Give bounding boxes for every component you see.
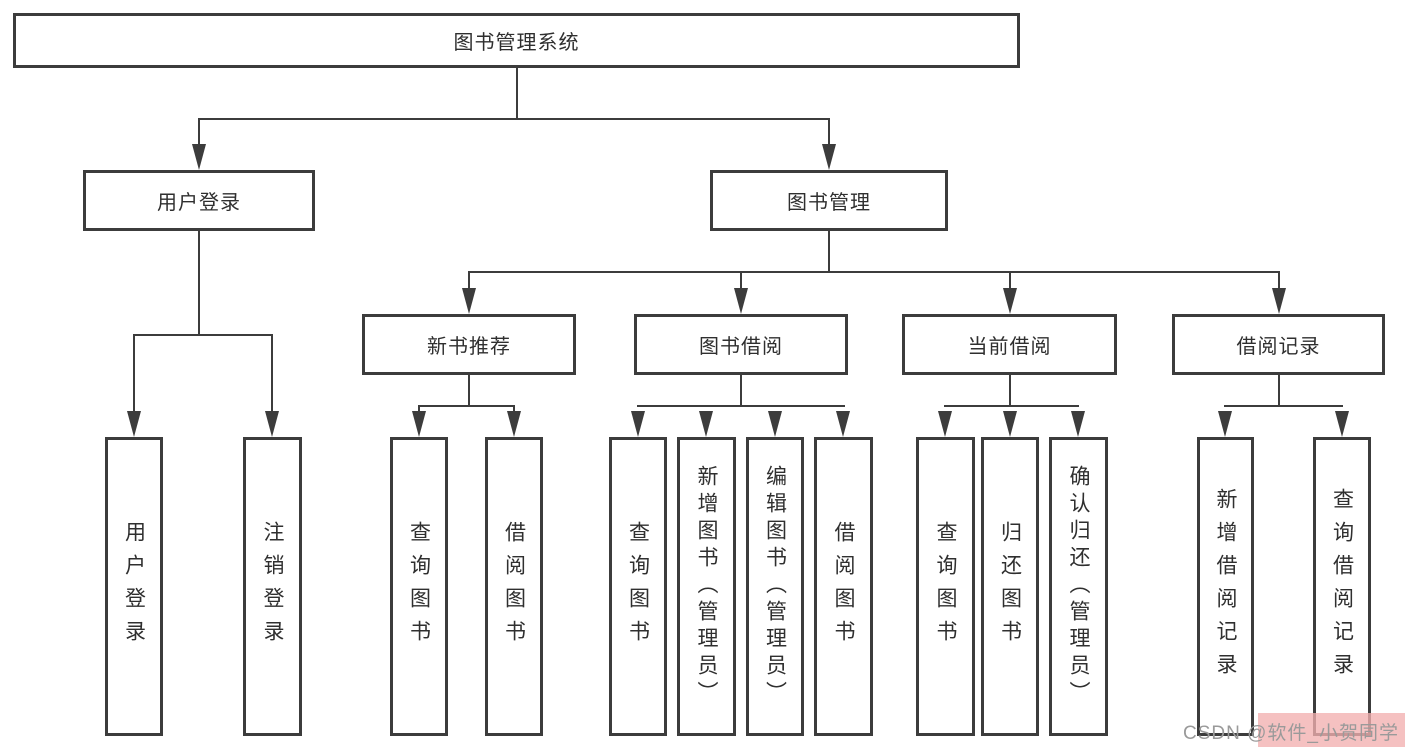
watermark-text: CSDN @软件_小贺同学 — [1183, 723, 1399, 744]
arrowhead-icon — [768, 411, 782, 437]
leaf-query-borrow-record: 查询借阅记录 — [1313, 437, 1371, 736]
arrowhead-icon — [265, 411, 279, 437]
arrowhead-icon — [822, 144, 836, 170]
arrowhead-icon — [938, 411, 952, 437]
leaf-label: 借阅图书 — [502, 520, 526, 653]
node-root: 图书管理系统 — [13, 13, 1020, 68]
connector-line — [198, 118, 200, 148]
connector-line — [1009, 375, 1011, 407]
leaf-label: 确认归还（管理员） — [1067, 465, 1090, 708]
arrowhead-icon — [462, 288, 476, 314]
arrowhead-icon — [412, 411, 426, 437]
leaf-label: 查询图书 — [407, 520, 431, 653]
leaf-label: 查询图书 — [934, 520, 957, 653]
leaf-logout: 注销登录 — [243, 437, 302, 736]
connector-line — [828, 231, 830, 273]
connector-line — [271, 334, 273, 414]
connector-line — [418, 405, 420, 413]
leaf-borrow-books-recommend: 借阅图书 — [485, 437, 543, 736]
arrowhead-icon — [127, 411, 141, 437]
leaf-label: 借阅图书 — [832, 520, 855, 653]
leaf-query-books-recommend: 查询图书 — [390, 437, 448, 736]
node-book-borrow-label: 图书借阅 — [699, 336, 783, 358]
connector-line — [1278, 271, 1280, 291]
node-user-login-label: 用户登录 — [157, 192, 241, 214]
node-book-management-label: 图书管理 — [787, 192, 871, 214]
node-current-borrow: 当前借阅 — [902, 314, 1117, 375]
leaf-logout-label: 注销登录 — [261, 520, 284, 653]
connector-line — [516, 68, 518, 120]
leaf-label: 查询图书 — [626, 520, 650, 653]
connector-line — [198, 231, 200, 336]
connector-line — [468, 271, 470, 291]
connector-line — [740, 375, 742, 407]
arrowhead-icon — [734, 288, 748, 314]
node-borrow-records: 借阅记录 — [1172, 314, 1385, 375]
leaf-label: 新增图书（管理员） — [695, 465, 718, 708]
connector-line — [418, 405, 515, 407]
watermark-band — [1258, 713, 1405, 747]
connector-line — [513, 405, 515, 413]
connector-line — [133, 334, 273, 336]
leaf-label: 归还图书 — [998, 520, 1022, 653]
leaf-borrow-books: 借阅图书 — [814, 437, 873, 736]
arrowhead-icon — [631, 411, 645, 437]
node-book-borrow: 图书借阅 — [634, 314, 848, 375]
node-root-label: 图书管理系统 — [453, 32, 580, 54]
leaf-label: 新增借阅记录 — [1214, 487, 1237, 686]
leaf-edit-books-admin: 编辑图书（管理员） — [746, 437, 804, 736]
leaf-add-books-admin: 新增图书（管理员） — [677, 437, 736, 736]
node-borrow-records-label: 借阅记录 — [1236, 336, 1321, 358]
connector-line — [944, 405, 1079, 407]
leaf-confirm-return-admin: 确认归还（管理员） — [1049, 437, 1108, 736]
connector-line — [1224, 405, 1343, 407]
node-current-borrow-label: 当前借阅 — [967, 336, 1052, 358]
connector-line — [740, 271, 742, 291]
arrowhead-icon — [1218, 411, 1232, 437]
leaf-label: 编辑图书（管理员） — [763, 465, 787, 708]
connector-line — [1278, 375, 1280, 407]
arrowhead-icon — [1003, 288, 1017, 314]
arrowhead-icon — [1003, 411, 1017, 437]
node-user-login: 用户登录 — [83, 170, 315, 231]
connector-line — [637, 405, 845, 407]
arrowhead-icon — [1272, 288, 1286, 314]
leaf-user-login: 用户登录 — [105, 437, 163, 736]
leaf-return-books: 归还图书 — [981, 437, 1039, 736]
connector-line — [468, 375, 470, 407]
node-new-book-recommend-label: 新书推荐 — [427, 336, 511, 358]
node-new-book-recommend: 新书推荐 — [362, 314, 576, 375]
arrowhead-icon — [1335, 411, 1349, 437]
connector-line — [468, 271, 1280, 273]
leaf-add-borrow-record: 新增借阅记录 — [1197, 437, 1254, 736]
leaf-label: 查询借阅记录 — [1330, 487, 1354, 686]
connector-line — [198, 118, 830, 120]
leaf-query-books-borrow: 查询图书 — [609, 437, 667, 736]
arrowhead-icon — [192, 144, 206, 170]
leaf-user-login-label: 用户登录 — [122, 520, 146, 653]
arrowhead-icon — [699, 411, 713, 437]
node-book-management: 图书管理 — [710, 170, 948, 231]
connector-line — [133, 334, 135, 414]
arrowhead-icon — [1071, 411, 1085, 437]
connector-line — [828, 118, 830, 148]
arrowhead-icon — [507, 411, 521, 437]
arrowhead-icon — [836, 411, 850, 437]
connector-line — [1009, 271, 1011, 291]
leaf-query-books-current: 查询图书 — [916, 437, 975, 736]
